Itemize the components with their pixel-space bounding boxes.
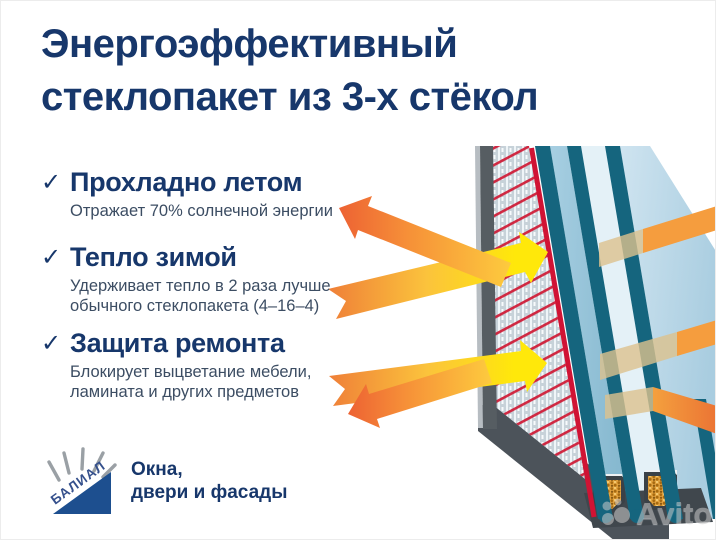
check-icon: ✓	[41, 169, 62, 196]
feature-description: Блокирует выцветание мебели, ламината и …	[70, 363, 312, 401]
feature-description: Отражает 70% солнечной энергии	[70, 202, 333, 220]
tagline-line-2: двери и фасады	[131, 482, 288, 503]
avito-watermark: Avito	[599, 495, 712, 529]
red-coating-edge	[529, 147, 597, 518]
glass-panes	[550, 146, 715, 519]
pane-gap	[581, 146, 668, 519]
sun-rays-icon	[47, 447, 117, 482]
brand-block: БАЛИАЛ Окна, двери и фасады	[45, 442, 287, 520]
coated-pane	[493, 146, 585, 479]
feature-cool-in-summer: ✓ Прохладно летом Отражает 70% солнечной…	[41, 167, 371, 221]
feature-warm-in-winter: ✓ Тепло зимой Удерживает тепло в 2 раза …	[41, 242, 371, 316]
pane3-face	[620, 146, 715, 519]
avito-dots-icon	[602, 498, 630, 525]
avito-watermark-text: Avito	[636, 496, 713, 531]
pane-edges	[535, 146, 715, 523]
check-icon: ✓	[41, 330, 62, 357]
title-line-2: стеклопакет из 3-х стёкол	[41, 75, 539, 119]
frame-outer-strip	[475, 146, 483, 428]
balial-logo-icon: БАЛИАЛ	[47, 447, 117, 514]
check-icon: ✓	[41, 244, 62, 271]
feature-interior-protection: ✓ Защита ремонта Блокирует выцветание ме…	[41, 328, 371, 402]
pane2-face	[550, 146, 630, 519]
feature-heading: Прохладно летом	[70, 167, 303, 197]
feature-description: Удерживает тепло в 2 раза лучше обычного…	[70, 277, 331, 315]
brand-tagline: Окна, двери и фасады	[131, 458, 287, 504]
title-line-1: Энергоэффективный	[41, 22, 458, 66]
page-title: Энергоэффективный стеклопакет из 3-х стё…	[41, 18, 539, 124]
feature-heading: Защита ремонта	[70, 328, 285, 358]
tagline-line-1: Окна,	[131, 459, 183, 480]
logo-triangle	[53, 472, 111, 514]
frame-left	[480, 146, 497, 429]
feature-heading: Тепло зимой	[70, 242, 237, 272]
sun-ray-bands	[599, 206, 715, 434]
